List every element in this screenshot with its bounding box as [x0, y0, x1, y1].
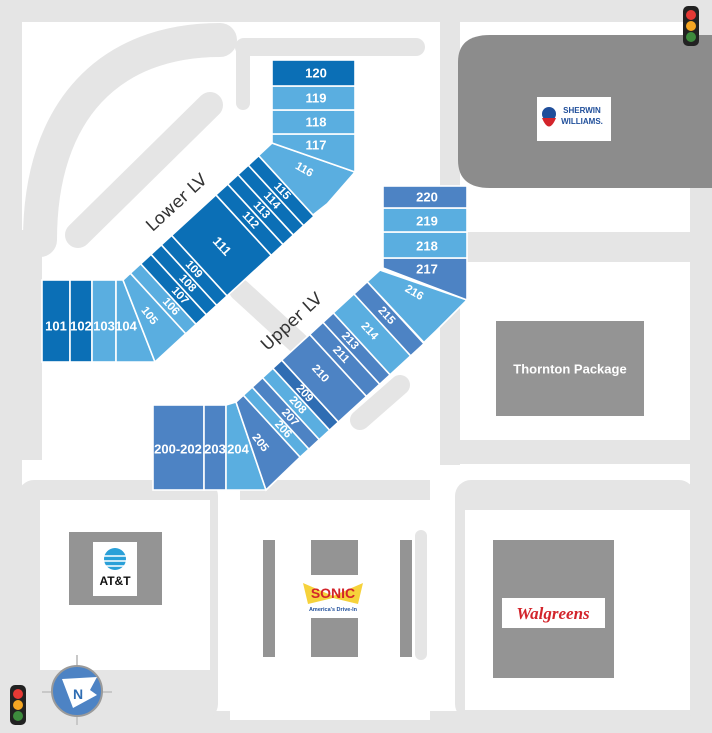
- section-220-label: 220: [416, 190, 438, 205]
- section-204-label: 204: [227, 442, 249, 457]
- att-label: AT&T: [99, 574, 131, 588]
- walgreens-logo-text: Walgreens: [516, 604, 590, 623]
- lower-lv-sections: 101 102 103 104 105 106 107 108 109 111 …: [41, 59, 357, 364]
- section-216[interactable]: [366, 269, 469, 344]
- section-104-label: 104: [115, 319, 137, 334]
- section-117-label: 117: [306, 138, 327, 153]
- section-116[interactable]: [257, 142, 357, 217]
- thornton-package-building[interactable]: Thornton Package: [496, 321, 644, 416]
- walgreens-logo: [502, 598, 605, 628]
- section-119-label: 119: [306, 91, 327, 106]
- traffic-light-icon: [683, 6, 699, 46]
- sherwin-logo-text: SHERWIN: [563, 106, 601, 115]
- section-220[interactable]: [382, 185, 468, 209]
- compass-icon: N: [42, 655, 112, 725]
- sonic-tagline: America's Drive-In: [309, 607, 358, 613]
- section-103-label: 103: [93, 319, 115, 334]
- sonic-logo-text: SONIC: [311, 585, 355, 601]
- section-103[interactable]: [91, 279, 117, 363]
- section-200-202-label: 200-202: [154, 442, 202, 457]
- sonic-building[interactable]: SONIC America's Drive-In: [263, 540, 412, 657]
- section-200-202[interactable]: [152, 404, 205, 491]
- section-219-label: 219: [416, 214, 438, 229]
- section-217-label: 217: [416, 262, 438, 277]
- walgreens-building[interactable]: Walgreens: [493, 540, 614, 678]
- section-101-label: 101: [45, 319, 67, 334]
- section-120[interactable]: [271, 59, 356, 87]
- compass-north-label: N: [73, 686, 83, 702]
- upper-lv-sections: 200-202 203 204 205 206 207 208 209 210 …: [152, 185, 469, 492]
- section-203-label: 203: [204, 442, 226, 457]
- section-118-label: 118: [306, 115, 327, 130]
- section-120-label: 120: [305, 66, 327, 81]
- thornton-label: Thornton Package: [513, 362, 626, 377]
- att-building[interactable]: AT&T: [69, 532, 162, 605]
- section-218-label: 218: [416, 239, 438, 254]
- section-102-label: 102: [70, 319, 92, 334]
- sherwin-williams-building[interactable]: SHERWIN WILLIAMS.: [458, 35, 712, 188]
- traffic-light-icon: [10, 685, 26, 725]
- sherwin-logo-text: WILLIAMS.: [561, 117, 603, 126]
